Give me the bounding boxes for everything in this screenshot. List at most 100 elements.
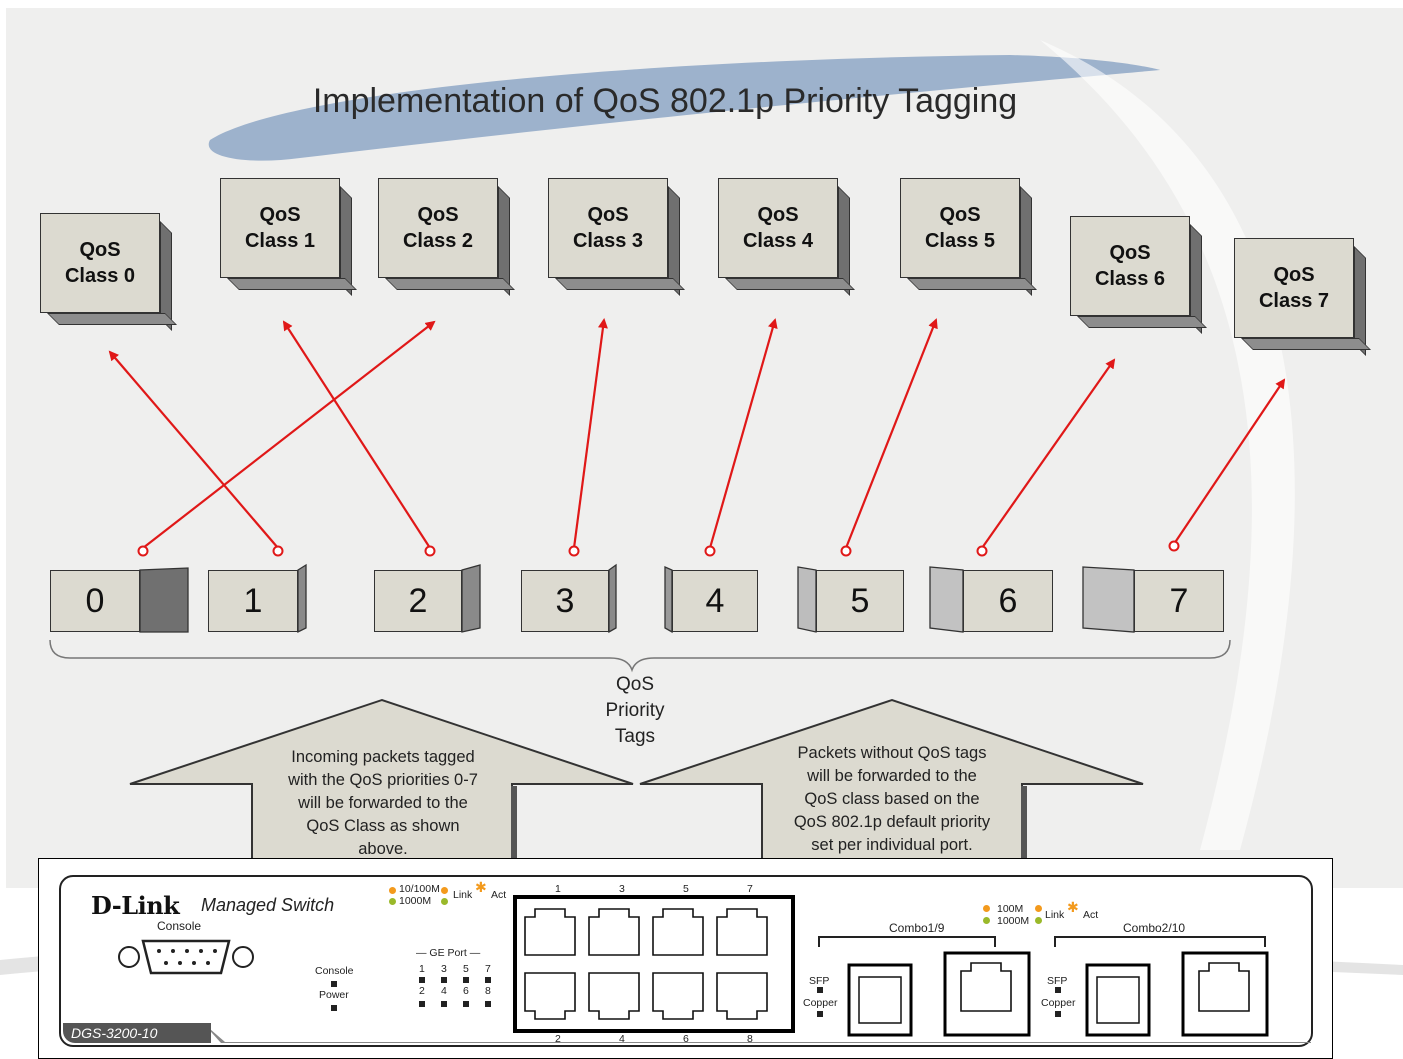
ge-led [419, 977, 425, 983]
link-led-orange [441, 887, 448, 894]
combo2-sfp-led [1055, 987, 1061, 993]
priority-tag-1: 1 [208, 570, 298, 632]
diagram-title: Implementation of QoS 802.1p Priority Ta… [312, 82, 1018, 120]
console-led [331, 981, 337, 987]
qos-class-name: Class 1 [244, 230, 316, 252]
note-line: set per individual port. [811, 836, 973, 854]
qos-class-label: QoS [417, 204, 459, 226]
activity-icon: ✱ [475, 879, 487, 895]
combo-speed-led-orange [983, 905, 990, 912]
combo-speed-led-green [983, 917, 990, 924]
ge-led-label-4: 4 [441, 985, 447, 997]
arrow-tag-3 [572, 318, 608, 549]
arrow-origin-3 [568, 545, 580, 557]
tag-box-side [929, 566, 964, 633]
model-stripe [211, 1029, 1311, 1043]
qos-class-name: Class 6 [1094, 268, 1166, 290]
legend-act-right: Act [1083, 909, 1099, 921]
ge-port-text: GE Port [429, 947, 467, 959]
arrow-origin-6 [976, 545, 988, 557]
note-line: above. [358, 840, 408, 858]
qos-class-name: Class 4 [742, 230, 814, 252]
arrow-origin-0 [137, 545, 149, 557]
note-line: QoS Class as shown [306, 817, 460, 835]
combo1-sfp-label: SFP [809, 975, 830, 987]
activity-icon: ✱ [1067, 899, 1079, 915]
ge-led-label-7: 7 [485, 963, 491, 975]
note-line: with the QoS priorities 0-7 [288, 771, 478, 789]
port-number-5: 5 [683, 883, 689, 895]
qos-class-name: Class 3 [572, 230, 644, 252]
dlink-logo: D-Link [91, 891, 180, 920]
power-led [331, 1005, 337, 1011]
ge-led [463, 977, 469, 983]
arrow-tag-1 [108, 350, 279, 549]
arrow-tag-4 [708, 318, 778, 549]
priority-tags-brace [49, 639, 1231, 673]
combo2-sfp-label: SFP [1047, 975, 1068, 987]
combo2-copper-label: Copper [1041, 997, 1076, 1009]
qos-class-label: QoS [757, 204, 799, 226]
combo1-bracket [818, 936, 996, 947]
qos-class-box-4: QoS Class 4 [718, 178, 855, 296]
qos-class-name: Class 0 [64, 265, 136, 287]
combo1-ports [847, 951, 1031, 1037]
arrow-tag-6 [981, 358, 1116, 549]
tag-box-side [139, 567, 189, 633]
ge-led [441, 1001, 447, 1007]
speed-led-orange [389, 887, 396, 894]
label-line: Priority [605, 700, 665, 721]
legend-act: Act [491, 889, 507, 901]
arrow-tag-7 [1173, 378, 1286, 545]
legend-link: Link [453, 889, 473, 901]
link-led-green [441, 898, 448, 905]
ge-led [441, 977, 447, 983]
combo1-label: Combo1/9 [889, 921, 945, 935]
ge-port-label: — GE Port — [416, 947, 481, 959]
ge-led [485, 977, 491, 983]
priority-tags-label: QoS Priority Tags [565, 672, 705, 750]
note-line: will be forwarded to the [807, 767, 977, 785]
product-name: Managed Switch [201, 895, 335, 915]
ge-led-label-2: 2 [419, 985, 425, 997]
tag-box-side [1082, 566, 1135, 633]
combo2-bracket [1054, 936, 1266, 947]
combo-link-led-green [1035, 917, 1042, 924]
note-line: Packets without QoS tags [797, 744, 987, 762]
combo1-copper-led [817, 1011, 823, 1017]
tag-box-side [664, 566, 673, 634]
arrow-tag-0 [142, 320, 436, 549]
port-number-1: 1 [555, 883, 561, 895]
ge-led-label-5: 5 [463, 963, 469, 975]
tag-box-side [461, 564, 481, 633]
switch-faceplate: D-Link Managed Switch Console Console Po… [59, 875, 1313, 1047]
qos-class-name: Class 2 [402, 230, 474, 252]
port-number-6: 6 [683, 1033, 689, 1045]
priority-tag-0: 0 [50, 570, 140, 632]
combo2-ports [1085, 951, 1269, 1037]
ge-led-label-1: 1 [419, 963, 425, 975]
power-led-label: Power [319, 989, 349, 1001]
ge-led-label-3: 3 [441, 963, 447, 975]
port-number-3: 3 [619, 883, 625, 895]
arrow-tag-2 [282, 320, 431, 549]
note-line: Incoming packets tagged [291, 748, 475, 766]
qos-class-label: QoS [939, 204, 981, 226]
switch-front-panel: D-Link Managed Switch Console Console Po… [38, 858, 1333, 1059]
label-line: QoS [615, 674, 655, 695]
combo2-copper-led [1055, 1011, 1061, 1017]
untagged-packets-note: Packets without QoS tags will be forward… [754, 742, 1030, 857]
arrow-origin-7 [1168, 540, 1180, 552]
ge-led-label-6: 6 [463, 985, 469, 997]
qos-class-box-0: QoS Class 0 [40, 213, 177, 331]
qos-class-box-2: QoS Class 2 [378, 178, 515, 296]
qos-class-label: QoS [79, 239, 121, 261]
priority-tag-4: 4 [672, 570, 758, 632]
label-line: Tags [614, 726, 656, 747]
combo-link-led-orange [1035, 905, 1042, 912]
tag-box-side [297, 563, 307, 634]
